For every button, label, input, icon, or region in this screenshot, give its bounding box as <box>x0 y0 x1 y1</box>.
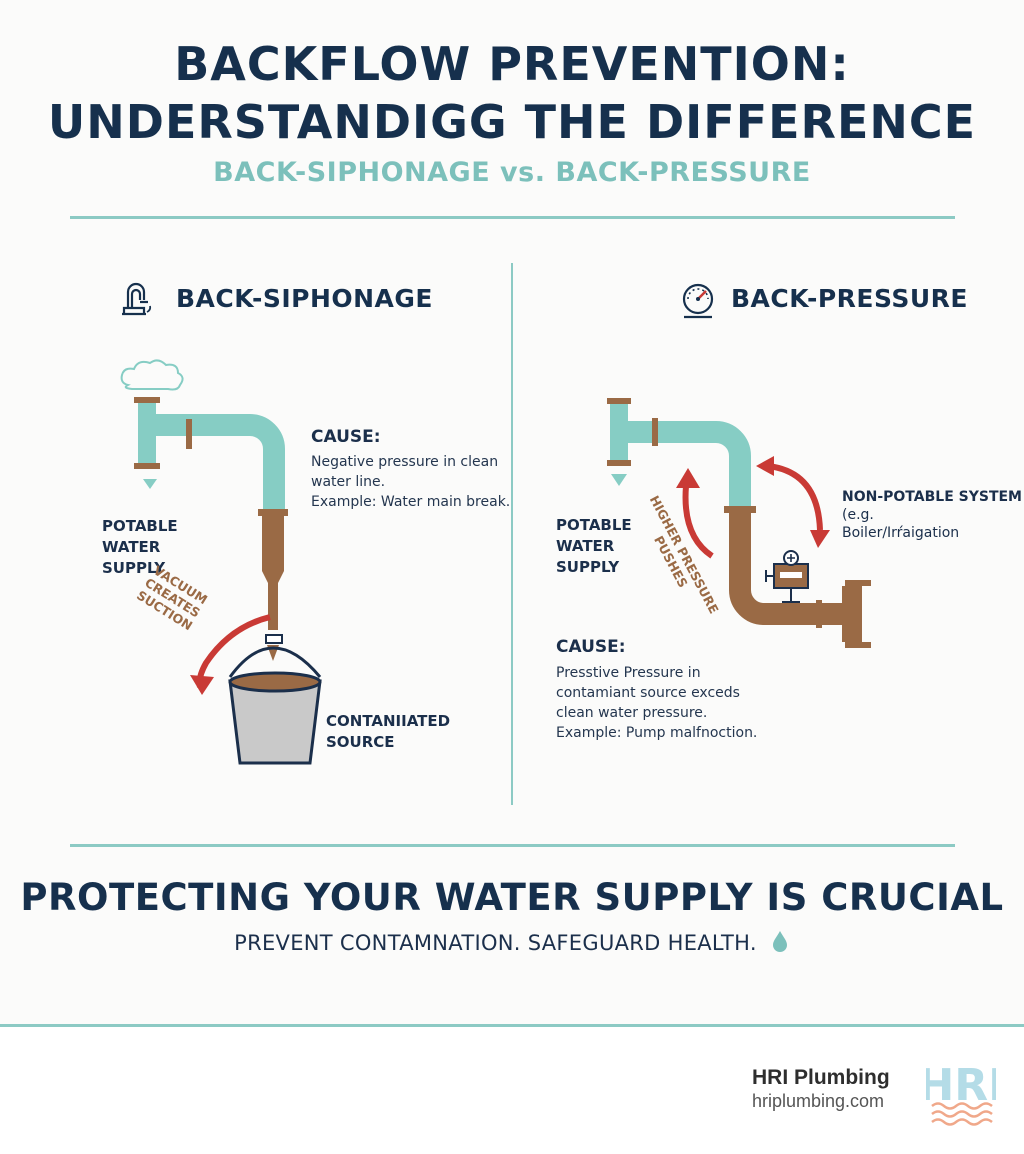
right-cause-text: Presstive Pressure in contamiant source … <box>556 665 758 741</box>
contaminated-source-label: CONTANIIATED SOURCE <box>326 712 451 751</box>
brand-url[interactable]: hriplumbing.com <box>752 1091 885 1111</box>
left-cause-text: Negative pressure in clean water line. E… <box>311 454 511 510</box>
hri-logo: HRI <box>917 1048 1005 1132</box>
back-pressure-heading: BACK-PRESSURE <box>731 284 968 313</box>
contaminated-pipe <box>262 516 284 571</box>
page-subtitle: BACK-SIPHONAGE vs. BACK-PRESSURE <box>213 157 811 188</box>
panel-divider <box>511 263 513 805</box>
faucet-icon <box>116 280 156 320</box>
potable-pipe <box>628 421 751 508</box>
faucet-pipe <box>610 404 628 460</box>
pump-icon <box>765 550 809 603</box>
cycle-arrow <box>767 463 823 531</box>
drip-arrow <box>143 479 157 489</box>
non-potable-pipe <box>729 512 842 625</box>
bottom-divider <box>0 1024 1024 1027</box>
footer-subtitle: PREVENT CONTAMNATION. SAFEGUARD HEALTH. <box>0 929 1024 955</box>
right-potable-label: POTABLE WATER SUPPLY <box>556 516 632 576</box>
right-cause-heading: CAUSE: <box>556 637 626 657</box>
potable-pipe <box>156 414 285 515</box>
left-potable-label: POTABLE WATER SUPPLY <box>102 517 178 577</box>
pressure-arrow <box>682 485 714 559</box>
footer-title: PROTECTING YOUR WATER SUPPLY IS CRUCIAL <box>20 876 1004 919</box>
faucet-pipe <box>138 402 156 466</box>
water-drop-icon <box>772 931 787 952</box>
left-cause-heading: CAUSE: <box>311 427 381 447</box>
page-title-line-2: UNDERSTANDIGG THE DIFFERENCE <box>47 95 977 149</box>
cloud-outline <box>120 359 184 391</box>
footer-band <box>0 1027 1024 1154</box>
header-divider <box>70 216 955 219</box>
brand-name: HRI Plumbing <box>752 1066 890 1089</box>
back-siphonage-heading: BACK-SIPHONAGE <box>176 284 433 313</box>
drip-arrow <box>611 474 627 486</box>
footer-divider <box>70 844 955 847</box>
bucket <box>228 679 322 765</box>
non-potable-system-label: NON-POTABLE SYSTEM (e.g. Boiler/Irŕaigat… <box>842 489 1022 541</box>
back-siphonage-diagram <box>120 359 322 765</box>
pressure-gauge-icon <box>678 281 718 321</box>
back-pressure-diagram <box>607 398 871 648</box>
page-title-line-1: BACKFLOW PREVENTION: <box>174 37 850 91</box>
bucket-handle <box>228 646 322 678</box>
